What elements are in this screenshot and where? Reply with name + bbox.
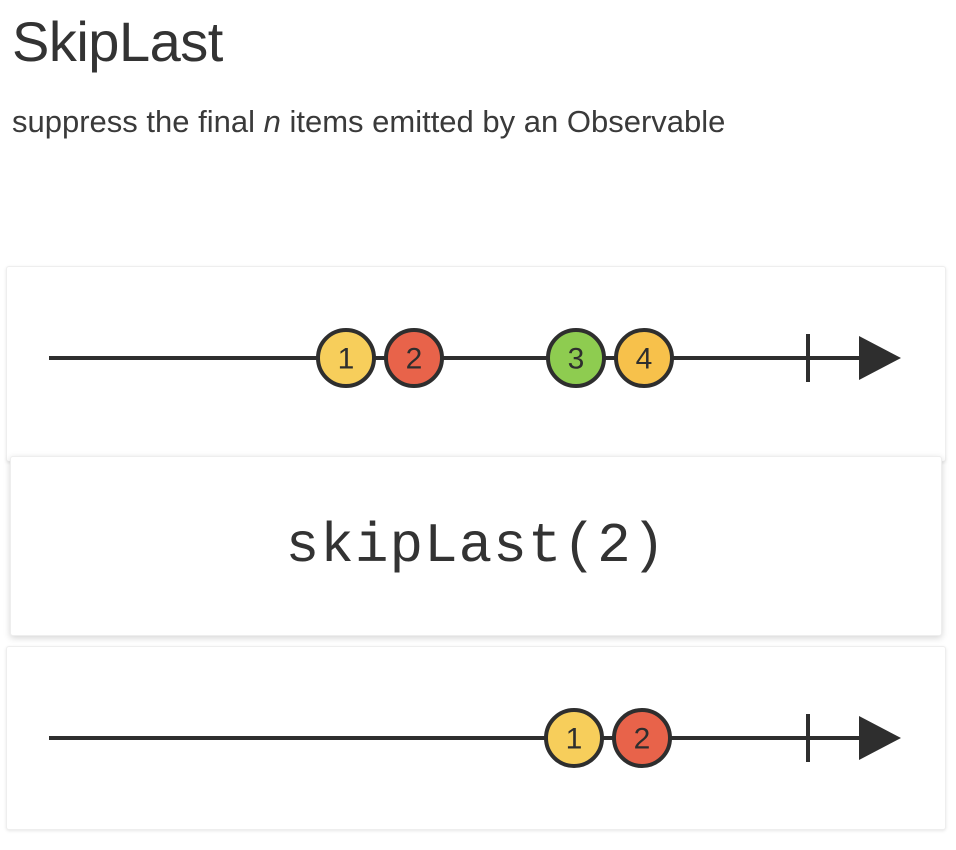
- input-marble-1-circle[interactable]: [316, 328, 376, 388]
- output-timeline-axis: [49, 714, 901, 762]
- input-arrow-head-icon: [859, 336, 901, 380]
- input-timeline-axis: [49, 334, 901, 382]
- operator-card: skipLast(2): [10, 456, 942, 636]
- input-marble-2-label: 2: [406, 343, 423, 376]
- output-marble-1-circle[interactable]: [544, 708, 604, 768]
- input-marble-3-label: 3: [568, 343, 585, 376]
- input-marble-2[interactable]: 2: [384, 328, 444, 388]
- input-timeline: 1 2 3 4: [49, 328, 901, 388]
- page-subtitle-part-1: suppress the final: [12, 104, 264, 140]
- output-marble-1-label: 1: [566, 723, 583, 756]
- output-marble-2-label: 2: [634, 723, 651, 756]
- input-marble-card: 1 2 3 4: [6, 266, 946, 462]
- output-arrow-head-icon: [859, 716, 901, 760]
- output-marble-2-circle[interactable]: [612, 708, 672, 768]
- page-subtitle-part-2: items emitted by an Observable: [280, 104, 726, 140]
- page-header: SkipLast suppress the final n items emit…: [12, 0, 872, 144]
- input-marble-4[interactable]: 4: [614, 328, 674, 388]
- input-marble-3[interactable]: 3: [546, 328, 606, 388]
- page-subtitle-emphasis: n: [263, 104, 281, 140]
- output-timeline: 1 2: [49, 708, 901, 768]
- input-marble-1[interactable]: 1: [316, 328, 376, 388]
- output-marble-1[interactable]: 1: [544, 708, 604, 768]
- page-title: SkipLast: [12, 10, 223, 73]
- input-marble-4-label: 4: [636, 343, 653, 376]
- output-marble-card: 1 2: [6, 646, 946, 830]
- input-marble-1-label: 1: [338, 343, 355, 376]
- input-marble-3-circle[interactable]: [546, 328, 606, 388]
- input-marble-2-circle[interactable]: [384, 328, 444, 388]
- page-subtitle: suppress the final n items emitted by an…: [12, 75, 812, 144]
- output-marble-2[interactable]: 2: [612, 708, 672, 768]
- operator-label: skipLast(2): [285, 514, 667, 578]
- input-marble-4-circle[interactable]: [614, 328, 674, 388]
